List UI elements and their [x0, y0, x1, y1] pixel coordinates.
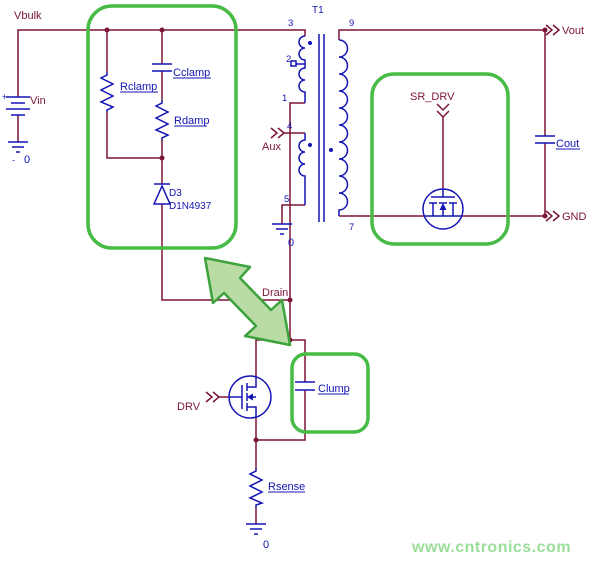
- sr-drv-connector-icon: [436, 103, 450, 119]
- rclamp-resistor: [99, 72, 115, 112]
- pin-number-9: 9: [349, 18, 354, 29]
- ground-symbol-vin: [8, 141, 28, 153]
- highlight-arrow: [203, 256, 292, 347]
- gnd-connector-icon: [545, 210, 561, 222]
- vin-source: +: [2, 92, 30, 116]
- battery-minus-sign: -: [12, 155, 15, 165]
- d3-diode: [152, 183, 172, 205]
- sr-mosfet: [422, 188, 464, 230]
- component-label-rsense: Rsense: [268, 481, 305, 493]
- battery-plus-sign: +: [2, 92, 7, 102]
- net-label-vin: Vin: [30, 95, 46, 107]
- rsense-resistor: [248, 468, 265, 508]
- pin-number-7: 7: [349, 222, 354, 233]
- clump-capacitor: [295, 381, 315, 391]
- component-label-clump: Clump: [318, 383, 350, 395]
- pin-number-3: 3: [288, 18, 293, 29]
- polarity-dot-primary: [308, 41, 312, 45]
- net-label-sr-drv: SR_DRV: [410, 91, 455, 103]
- rdamp-resistor: [154, 100, 170, 140]
- net-label-vout: Vout: [562, 25, 584, 37]
- polarity-dot-aux: [308, 143, 312, 147]
- pin-number-1: 1: [282, 93, 287, 104]
- net-label-drv: DRV: [177, 401, 201, 413]
- ground-symbol-aux: [272, 223, 292, 235]
- primary-mosfet: [228, 375, 272, 419]
- cclamp-capacitor: [152, 63, 172, 72]
- pin-number-2: 2: [286, 54, 291, 65]
- highlight-box-clump: [290, 352, 370, 434]
- component-label-cout: Cout: [556, 138, 579, 150]
- net-label-drain: Drain: [262, 287, 288, 299]
- polarity-dot-secondary: [329, 148, 333, 152]
- drv-connector-icon: [205, 391, 221, 403]
- highlight-box-sr: [370, 72, 510, 246]
- ground-zero-aux: 0: [288, 237, 294, 249]
- vout-connector-icon: [545, 24, 561, 36]
- ground-zero-bottom: 0: [263, 539, 269, 551]
- net-label-gnd: GND: [562, 211, 587, 223]
- cout-capacitor: [535, 135, 555, 144]
- transformer-t1: [290, 34, 349, 222]
- ground-zero-left: 0: [24, 154, 30, 166]
- net-label-vbulk: Vbulk: [14, 10, 42, 22]
- component-label-rclamp: Rclamp: [120, 81, 157, 93]
- watermark: www.cntronics.com: [411, 539, 571, 556]
- highlight-box-clamp: [86, 4, 238, 250]
- aux-connector-icon: [270, 127, 286, 139]
- component-label-cclamp: Cclamp: [173, 67, 210, 79]
- component-value-d1n4937: D1N4937: [169, 201, 212, 212]
- wires: [17, 27, 548, 524]
- primary-mosfet-arrow: [247, 393, 253, 401]
- net-label-aux: Aux: [262, 141, 281, 153]
- component-label-rdamp: Rdamp: [174, 115, 209, 127]
- sr-mosfet-arrow: [439, 203, 447, 210]
- pin2-terminal-square: [290, 60, 297, 67]
- pin-number-5: 5: [284, 194, 289, 205]
- component-ref-t1: T1: [312, 5, 324, 16]
- component-ref-d3: D3: [169, 188, 182, 199]
- ground-symbol-bottom: [246, 523, 266, 535]
- pin-number-4: 4: [287, 121, 292, 132]
